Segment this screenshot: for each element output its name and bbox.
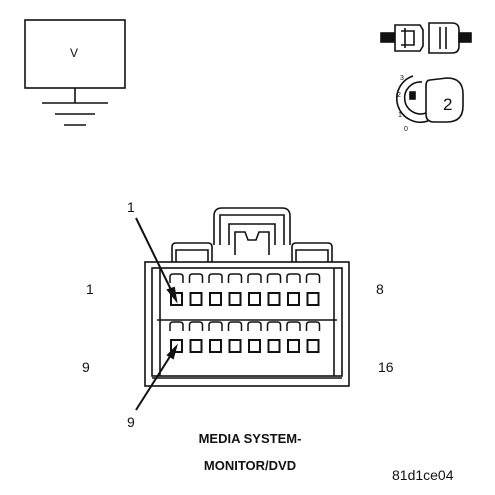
key-position-3: 3 (400, 75, 404, 82)
key-selected-position: 2 (443, 95, 452, 114)
pin-top-cavity-4 (228, 292, 242, 306)
pin-bottom-latch-8 (305, 321, 321, 331)
pin-top-latch-3 (208, 273, 223, 283)
pin-top-cavity-6 (267, 292, 281, 306)
pin-top-cavity-8 (306, 292, 320, 306)
figure-code: 81d1ce04 (392, 467, 454, 483)
key-position-1: 1 (398, 112, 402, 119)
top-row-right-pin-label: 8 (376, 281, 384, 297)
pin-top-latch-2 (188, 273, 204, 283)
voltmeter-label: V (70, 46, 79, 60)
pin-bottom-cavity-7 (287, 339, 300, 353)
pin-bottom-cavity-3 (209, 339, 222, 353)
pin-top-latch-7 (286, 273, 301, 283)
pin-bottom-latch-1 (169, 321, 184, 331)
key-position-labels: 3 2 1 0 2 (397, 75, 452, 133)
pin-top-latch-8 (305, 273, 321, 283)
pin-top-latch-5 (247, 273, 262, 283)
connector-disconnect-icon (380, 22, 472, 54)
pin-callout-leaders (135, 217, 178, 411)
pin-bottom-cavity-5 (248, 339, 261, 353)
connector-pins-bottom-row (169, 321, 321, 353)
callout-top-pin-number: 1 (127, 199, 135, 215)
pin-bottom-latch-5 (247, 321, 262, 331)
pin-top-latch-4 (227, 273, 243, 283)
pin-top-cavity-7 (287, 292, 300, 306)
pin-top-cavity-2 (189, 292, 203, 306)
pin-bottom-cavity-4 (228, 339, 242, 353)
pin-top-cavity-5 (248, 292, 261, 306)
bottom-row-left-pin-label: 9 (82, 359, 90, 375)
bottom-row-right-pin-label: 16 (378, 359, 394, 375)
pin-top-latch-6 (266, 273, 282, 283)
callout-line-pin-9 (135, 346, 177, 411)
pin-bottom-latch-4 (227, 321, 243, 331)
callout-line-pin-1 (135, 217, 177, 301)
ignition-key-position-icon (396, 75, 464, 124)
pin-top-cavity-3 (209, 292, 222, 306)
pin-bottom-latch-3 (208, 321, 223, 331)
pin-bottom-cavity-6 (267, 339, 281, 353)
pin-bottom-latch-2 (188, 321, 204, 331)
pin-bottom-cavity-8 (306, 339, 320, 353)
connector-title-line-2: MONITOR/DVD (203, 458, 297, 473)
pin-bottom-latch-7 (286, 321, 301, 331)
callout-bottom-pin-number: 9 (127, 414, 135, 430)
top-row-left-pin-label: 1 (86, 281, 94, 297)
pin-bottom-cavity-2 (189, 339, 203, 353)
voltmeter-ground-symbol (24, 19, 126, 126)
connector-housing (144, 207, 350, 387)
connector-title-line-1: MEDIA SYSTEM- (198, 431, 302, 446)
connector-pins-top-row (169, 273, 321, 306)
callout-arrow-pin-9 (166, 343, 178, 360)
key-position-2: 2 (397, 92, 401, 99)
pin-bottom-latch-6 (266, 321, 282, 331)
callout-arrow-pin-1 (166, 286, 178, 304)
key-position-0: 0 (404, 126, 408, 133)
pin-top-latch-1 (169, 273, 184, 283)
